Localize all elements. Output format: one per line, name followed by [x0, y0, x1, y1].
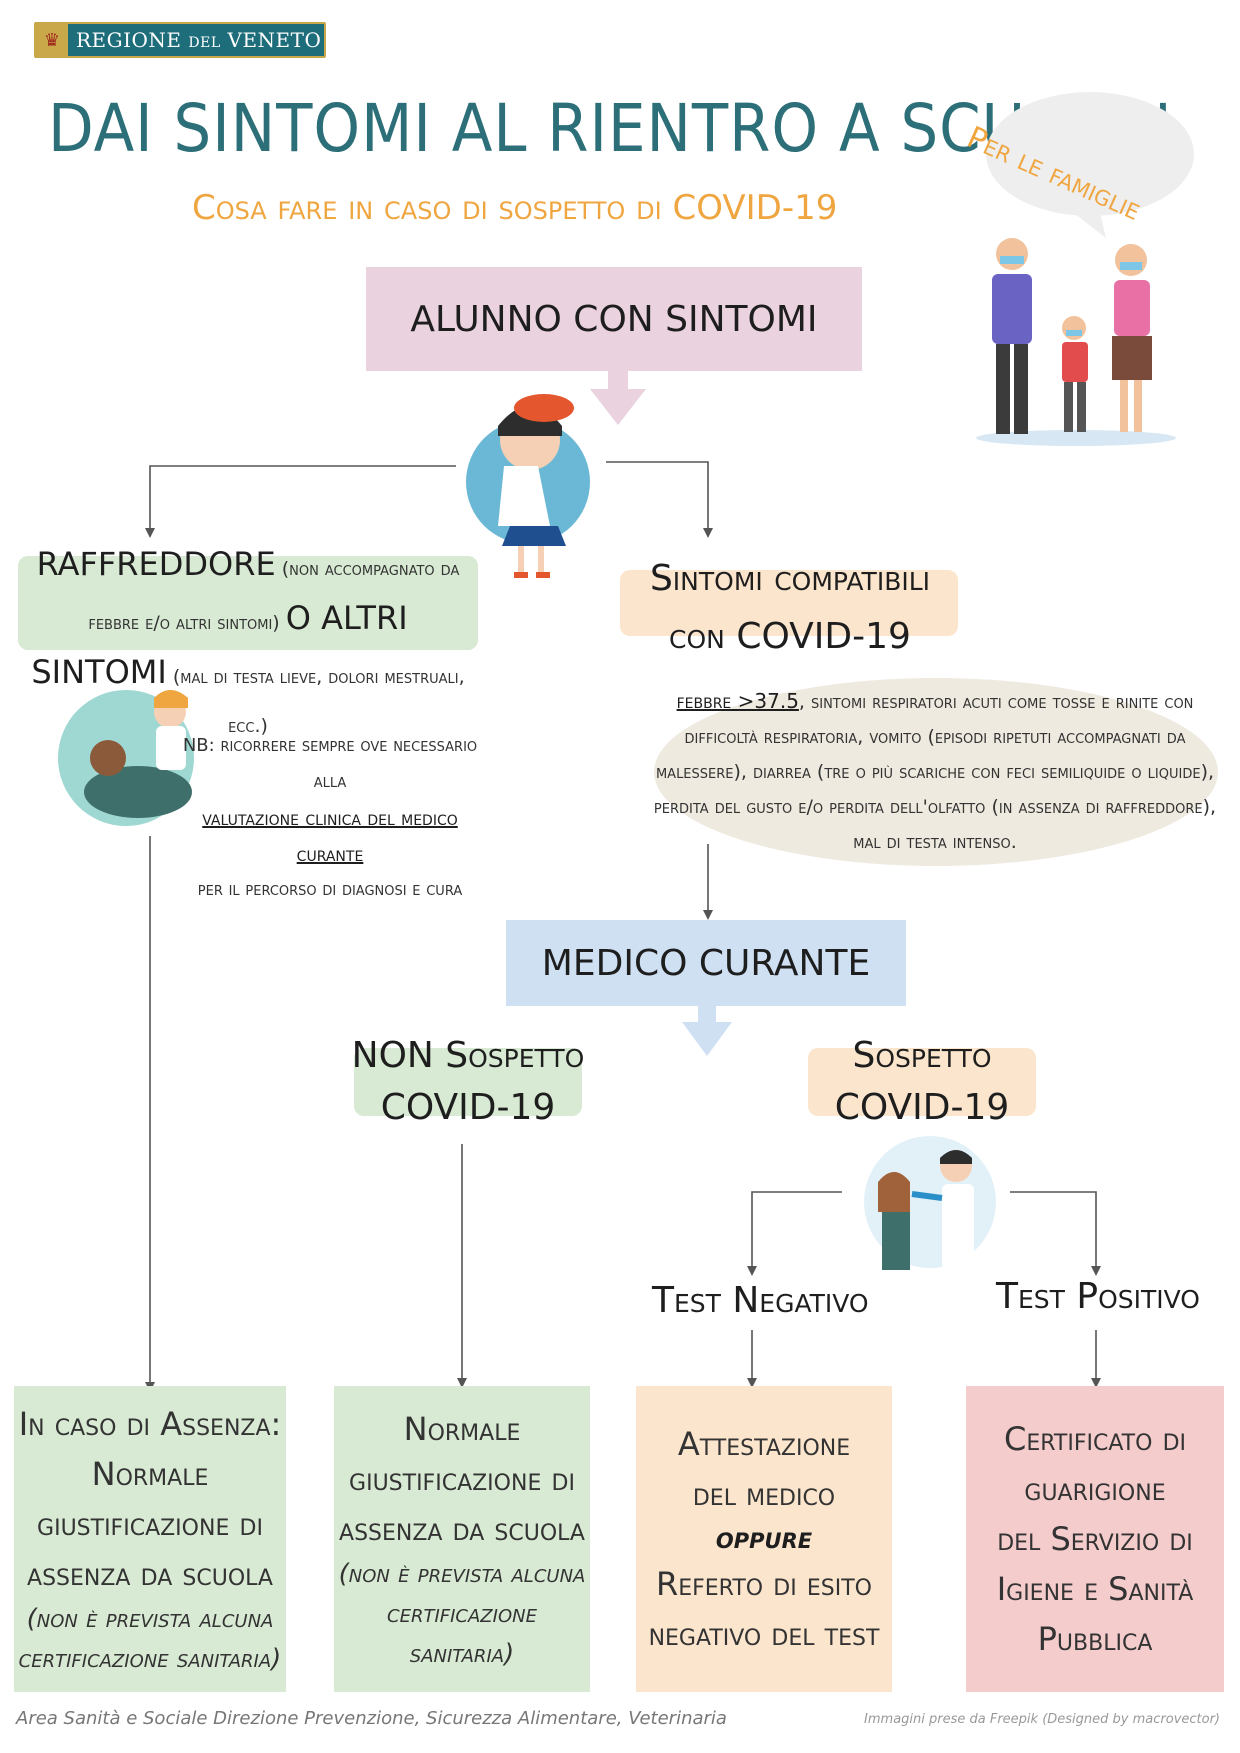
suspect-line1: Sospetto [852, 1035, 992, 1076]
test-negative: Test Negativo [652, 1280, 869, 1321]
footer-department: Area Sanità e Sociale Direzione Prevenzi… [16, 1708, 727, 1729]
outcome-certificate-line2: guarigione [1024, 1470, 1166, 1508]
footer-credits: Immagini prese da Freepik (Designed by m… [864, 1712, 1220, 1727]
suspect-node: Sospetto COVID-19 [794, 1030, 1050, 1134]
compatible-node-bg [620, 570, 958, 636]
page-subtitle: Cosa fare in caso di sospetto di COVID-1… [192, 188, 838, 228]
symptoms-list: febbre >37.5, sintomi respiratori acuti … [650, 684, 1220, 860]
outcome-certificate-line4: Igiene e Sanità [996, 1570, 1194, 1608]
other-symptoms-paren: (mal di testa lieve, dolori mestruali, e… [166, 666, 465, 737]
outcome-absence-line4: assenza da scuola [27, 1555, 273, 1593]
arrow-down-icon [590, 371, 646, 425]
suspect-line2: COVID-19 [834, 1087, 1010, 1128]
swab-test-icon [864, 1136, 996, 1270]
outcome-normal: Normale giustificazione di assenza da sc… [334, 1386, 590, 1692]
symptoms-ellipse [654, 678, 1218, 866]
speech-bubble [986, 92, 1194, 238]
outcome-attestation: Attestazione del medico oppure Referto d… [636, 1386, 892, 1692]
start-node: ALUNNO CON SINTOMI [366, 267, 862, 371]
outcome-certificate-line1: Certificato di [1003, 1420, 1187, 1458]
suspect-bg [808, 1048, 1036, 1116]
symptoms-rest: , sintomi respiratori acuti come tosse e… [653, 691, 1217, 853]
outcome-normal-line2: giustificazione di [349, 1460, 575, 1498]
compatible-line2: con COVID-19 [669, 616, 911, 657]
outcome-normal-note: (non è prevista alcuna certificazione sa… [338, 1559, 586, 1669]
note-line3: per il percorso di diagnosi e cura [197, 879, 463, 900]
family-icon [976, 238, 1176, 446]
cold-node-bg [18, 556, 478, 650]
outcome-normal-line1: Normale [403, 1410, 521, 1448]
compatible-line1: Sintomi compatibili [649, 558, 931, 599]
cold-paren: (non accompagnato da febbre e/o altri si… [88, 558, 460, 634]
outcome-certificate-line3: del Servizio di [997, 1520, 1193, 1558]
cold-node: RAFFREDDORE (non accompagnato da febbre … [28, 540, 468, 751]
fever-threshold: febbre >37.5 [676, 689, 799, 713]
note-line1: NB: ricorrere sempre ove necessario alla [182, 735, 478, 792]
outcome-normal-line3: assenza da scuola [339, 1510, 585, 1548]
doctor-label: MEDICO CURANTE [541, 942, 871, 984]
outcome-attestation-line2: del medico [692, 1475, 836, 1513]
outcome-attestation-line1: Attestazione [677, 1425, 851, 1463]
outcome-absence: In caso di Assenza: Normale giustificazi… [14, 1386, 286, 1692]
non-suspect-line2: COVID-19 [380, 1087, 556, 1128]
nurse-patient-icon [58, 690, 194, 826]
region-logo: ♛ REGIONE DEL VENETO [34, 22, 326, 58]
test-positive: Test Positivo [996, 1276, 1200, 1317]
outcome-attestation-line3: Referto di esito [655, 1565, 872, 1603]
winged-lion-icon: ♛ [36, 24, 68, 56]
sick-child-icon [466, 394, 590, 578]
outcome-certificate-line5: Pubblica [1037, 1620, 1153, 1658]
cold-label: RAFFREDDORE [36, 545, 276, 583]
start-node-label: ALUNNO CON SINTOMI [410, 298, 818, 340]
non-suspect-line1: NON Sospetto [351, 1035, 585, 1076]
non-suspect-node: NON Sospetto COVID-19 [340, 1030, 596, 1134]
compatible-node: Sintomi compatibili con COVID-19 [600, 550, 980, 666]
outcome-absence-line1: In caso di Assenza: [18, 1405, 282, 1443]
outcome-attestation-oppure: oppure [715, 1521, 813, 1556]
outcome-certificate: Certificato di guarigione del Servizio d… [966, 1386, 1224, 1692]
outcome-absence-line2: Normale [91, 1455, 209, 1493]
outcome-absence-note: (non è prevista alcuna certificazione sa… [18, 1604, 282, 1674]
non-suspect-bg [354, 1048, 582, 1116]
outcome-absence-line3: giustificazione di [37, 1505, 263, 1543]
logo-text: REGIONE DEL VENETO [76, 28, 322, 52]
arrow-down-icon [682, 1006, 732, 1056]
other-symptoms-label: O ALTRI SINTOMI [31, 599, 408, 691]
clinical-note: NB: ricorrere sempre ove necessario alla… [170, 728, 490, 908]
doctor-node: MEDICO CURANTE [506, 920, 906, 1006]
note-line2: valutazione clinica del medico curante [202, 806, 458, 866]
outcome-attestation-line4: negativo del test [648, 1615, 880, 1653]
